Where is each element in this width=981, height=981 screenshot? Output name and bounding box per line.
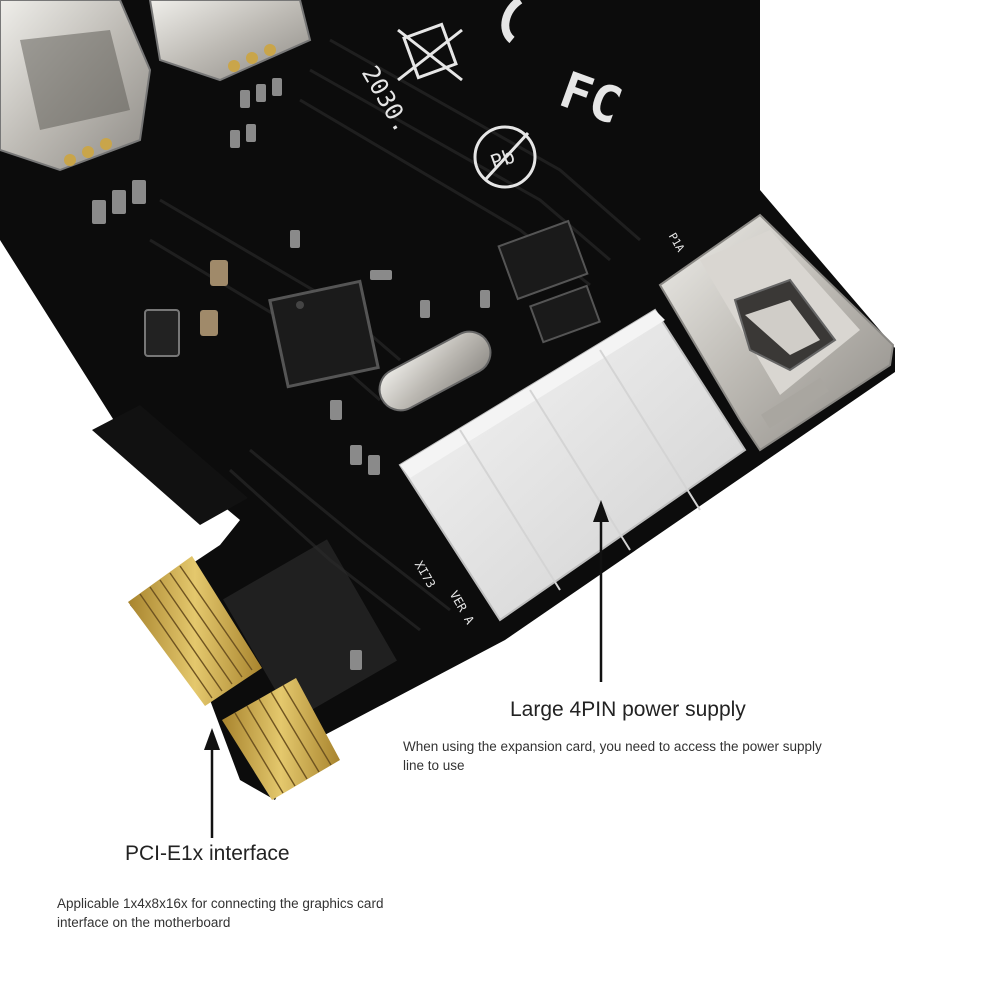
firewire-port-top-right [148,0,312,82]
silkscreen-weee-icon [397,22,463,82]
pcie-annotation-title: PCI-E1x interface [125,842,290,865]
molex-4pin-power-connector [398,308,747,622]
pcie-annotation-description: Applicable 1x4x8x16x for connecting the … [57,896,384,930]
arrow-pcie [204,728,220,838]
firewire-port-top-left [0,0,152,172]
pcie-gold-fingers [128,556,340,800]
controller-chip [268,279,380,389]
firewire-port-right [658,213,895,452]
arrow-power [593,500,609,682]
regulator-chip [497,219,601,344]
crystal-oscillator [378,330,492,412]
power-annotation-description: When using the expansion card, you need … [403,739,822,773]
silkscreen-ce-icon [501,0,523,44]
power-annotation-title: Large 4PIN power supply [510,698,746,721]
smd-components [92,78,490,670]
